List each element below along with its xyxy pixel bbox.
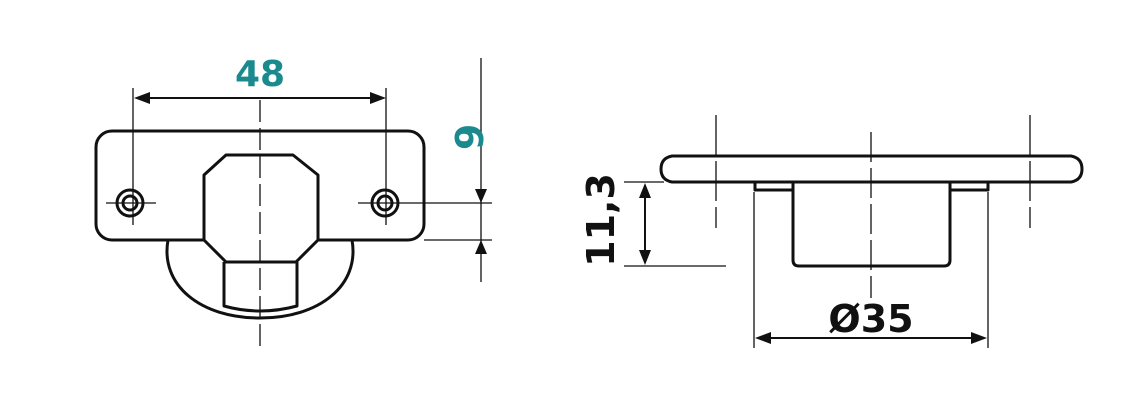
width-dimension-label: 48 — [235, 54, 285, 95]
left-lip — [753, 182, 793, 192]
offset-dimension-label: 6 — [446, 124, 490, 150]
side-view-dimension-lines — [624, 115, 1031, 348]
offset-dimension-arrows — [475, 189, 487, 254]
hinge-arm — [202, 153, 320, 264]
width-dimension — [134, 92, 386, 104]
diameter-dimension-label: Ø35 — [828, 297, 913, 341]
right-lip — [950, 182, 990, 192]
height-dimension — [639, 183, 651, 265]
top-view-dimension-lines — [106, 58, 492, 350]
diameter-dimension — [755, 332, 987, 344]
height-dimension-label: 11,3 — [579, 173, 623, 267]
